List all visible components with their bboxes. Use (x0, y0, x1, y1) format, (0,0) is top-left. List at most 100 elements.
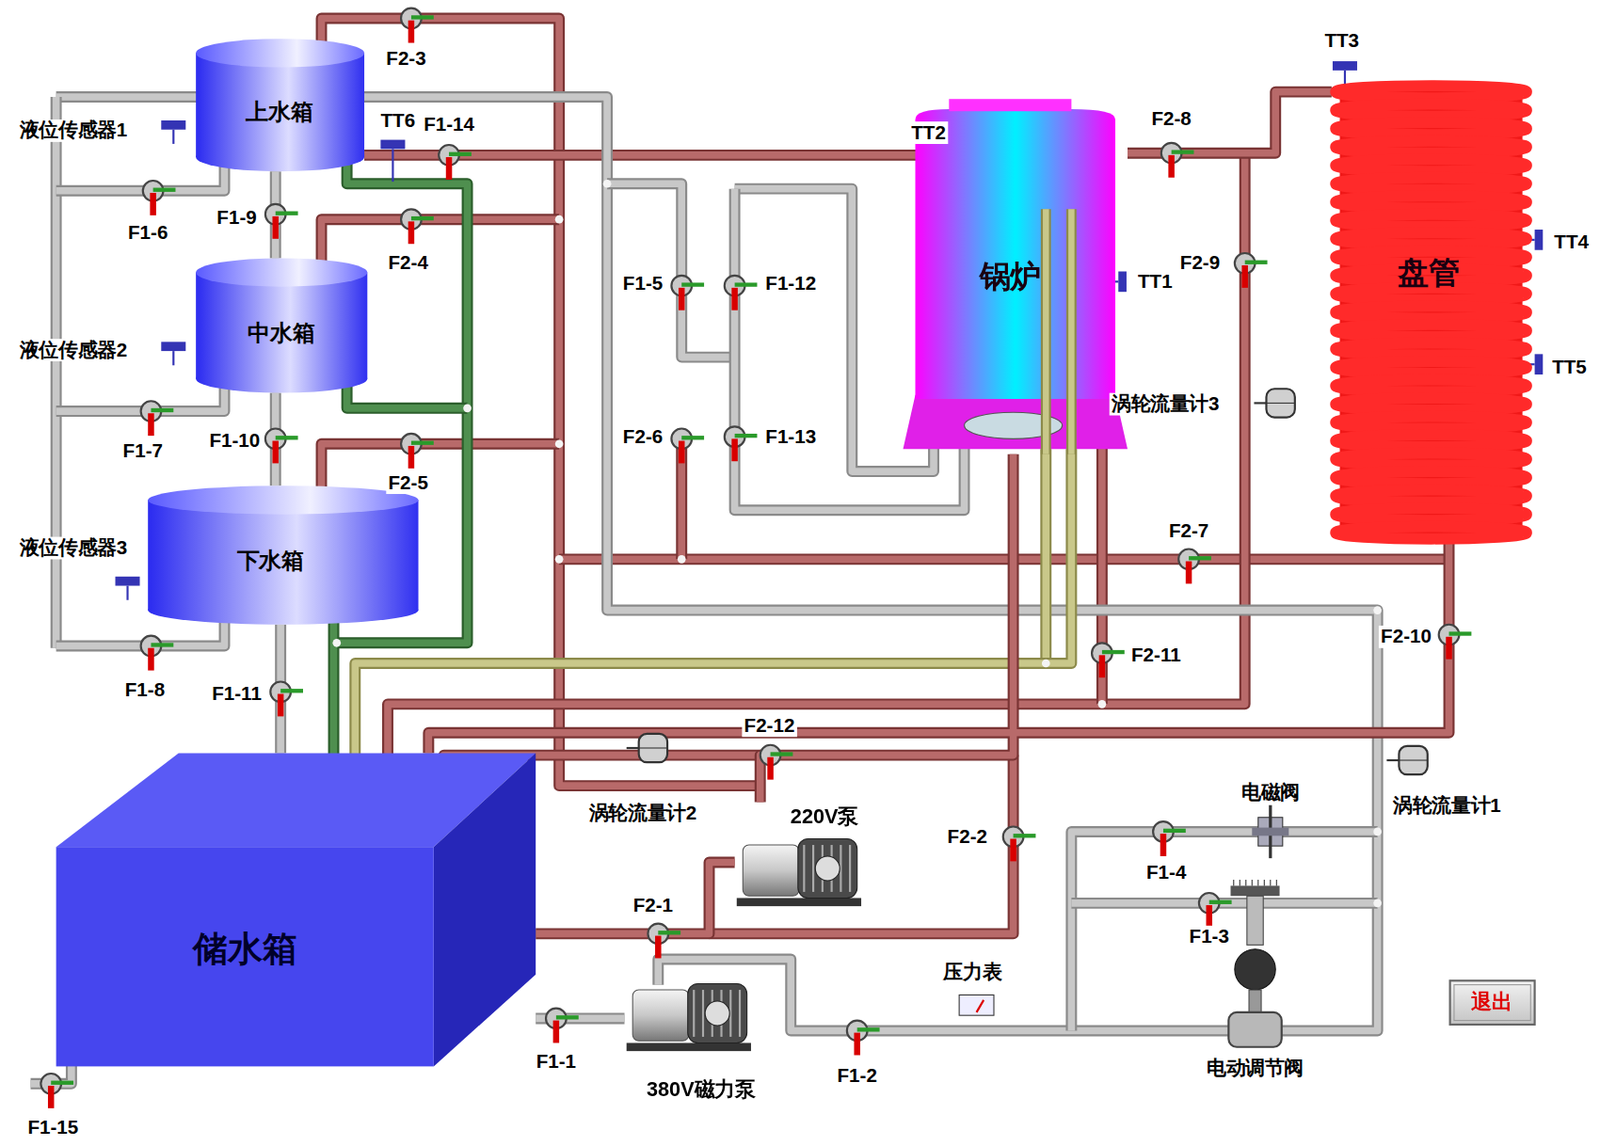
valve-symbol (438, 144, 472, 180)
valve-symbol (141, 636, 175, 672)
node-label: 锅炉 (979, 256, 1041, 299)
pipe-joint (332, 639, 341, 648)
part-label: TT5 (1550, 356, 1589, 380)
valve-handle (272, 216, 279, 240)
part-label: F1-11 (209, 683, 264, 706)
part-label: F2-4 (385, 252, 431, 275)
coil-turn (1335, 288, 1527, 301)
valve-symbol (1091, 642, 1125, 678)
valve-lever (681, 435, 704, 440)
solenoid-valve (1251, 805, 1289, 859)
pressure-gauge (959, 994, 994, 1016)
pipe-joint (603, 179, 612, 189)
pump: 220V泵 (735, 801, 866, 911)
part-label: F1-15 (25, 1117, 80, 1140)
tank-body (195, 52, 365, 158)
node-label: 退出 (1471, 988, 1512, 1016)
coil-turn (1335, 508, 1527, 521)
gauge-face (959, 994, 994, 1016)
tank-bottom (195, 143, 365, 172)
valve-symbol (647, 924, 681, 960)
pipe-connector (760, 454, 1014, 803)
button-inner (1454, 985, 1531, 1022)
tank: 上水箱 (195, 38, 365, 172)
pipe-outline (1066, 208, 1077, 454)
actuator-tick (1239, 880, 1241, 887)
flowmeter-tap (626, 747, 640, 750)
valve-handle (147, 413, 155, 436)
pipe-joint (1373, 828, 1382, 837)
node-label: 380V磁力泵 (646, 1076, 756, 1104)
valve-handle (767, 757, 774, 781)
valve-handle (553, 1021, 560, 1044)
pipe-connector (535, 862, 735, 934)
valve-lever (150, 642, 174, 647)
pipe-connector (1127, 92, 1332, 154)
part-label: F2-3 (384, 48, 429, 71)
valve-handle (1099, 655, 1106, 678)
part-label: F2-6 (621, 425, 666, 448)
pipe (677, 438, 686, 560)
node-label: 中水箱 (247, 318, 316, 350)
coil-turn (1335, 214, 1527, 227)
solenoid-flange (1251, 828, 1289, 837)
part-label: TT1 (1136, 271, 1175, 294)
valve-lever (1245, 260, 1268, 265)
part-label: F1-5 (621, 272, 666, 296)
pipe-outline (1071, 897, 1377, 910)
valve-lever (153, 188, 176, 192)
sensor-head (115, 576, 141, 587)
coil-turn (1335, 85, 1527, 98)
valve-lever (275, 435, 299, 440)
part-label: F1-6 (126, 221, 171, 244)
valve-handle (678, 441, 686, 464)
sensor-stem (391, 148, 394, 182)
valve-handle (1241, 265, 1248, 288)
motor-fin (812, 845, 815, 893)
valve-symbol (671, 429, 704, 464)
part-label: F1-13 (763, 425, 818, 448)
pipe-outline (735, 189, 934, 472)
coil-turn (1335, 416, 1527, 430)
part-label: F2-7 (1167, 519, 1212, 543)
valve-lever (857, 1027, 880, 1032)
actuator-yoke (1247, 896, 1264, 945)
pipe (321, 18, 761, 787)
part-label: F1-2 (834, 1064, 880, 1088)
valve-symbol (143, 180, 176, 216)
part-label: F1-3 (1186, 926, 1232, 949)
tank-top (195, 257, 368, 287)
valve-handle (655, 936, 662, 960)
part-label: 液位传感器1 (17, 119, 130, 143)
valve-handle (277, 694, 285, 718)
sensor-symbol (115, 576, 141, 601)
valve-lever (1013, 833, 1037, 838)
part-label: F2-5 (385, 471, 431, 495)
valve-body (1228, 1012, 1281, 1048)
pipe-outline (56, 387, 225, 412)
valve-lever (275, 211, 299, 216)
pipe (735, 189, 934, 472)
pipe (321, 219, 560, 268)
pipe-outline (559, 553, 1449, 565)
valve-lever (411, 216, 434, 221)
part-label: F1-4 (1144, 861, 1189, 884)
part-label: F1-14 (421, 112, 477, 136)
valve-handle (853, 1033, 861, 1056)
valve-lever (770, 752, 794, 756)
coil-turn (1335, 527, 1527, 540)
actuator-tick (1232, 880, 1234, 887)
pipe-outline (1127, 92, 1332, 154)
box-front (56, 847, 434, 1067)
actuator-tick (1276, 880, 1278, 887)
valve-lever (1102, 650, 1125, 655)
pipe (1098, 426, 1106, 704)
sensor-symbol (160, 341, 186, 366)
motor-fin (802, 845, 805, 893)
motorized-valve (1228, 880, 1281, 1048)
valve-symbol (724, 275, 758, 311)
sensor-head (1535, 229, 1544, 251)
valve-lever (1188, 556, 1212, 560)
valve-lever (411, 15, 434, 19)
motor-hub (815, 856, 840, 881)
